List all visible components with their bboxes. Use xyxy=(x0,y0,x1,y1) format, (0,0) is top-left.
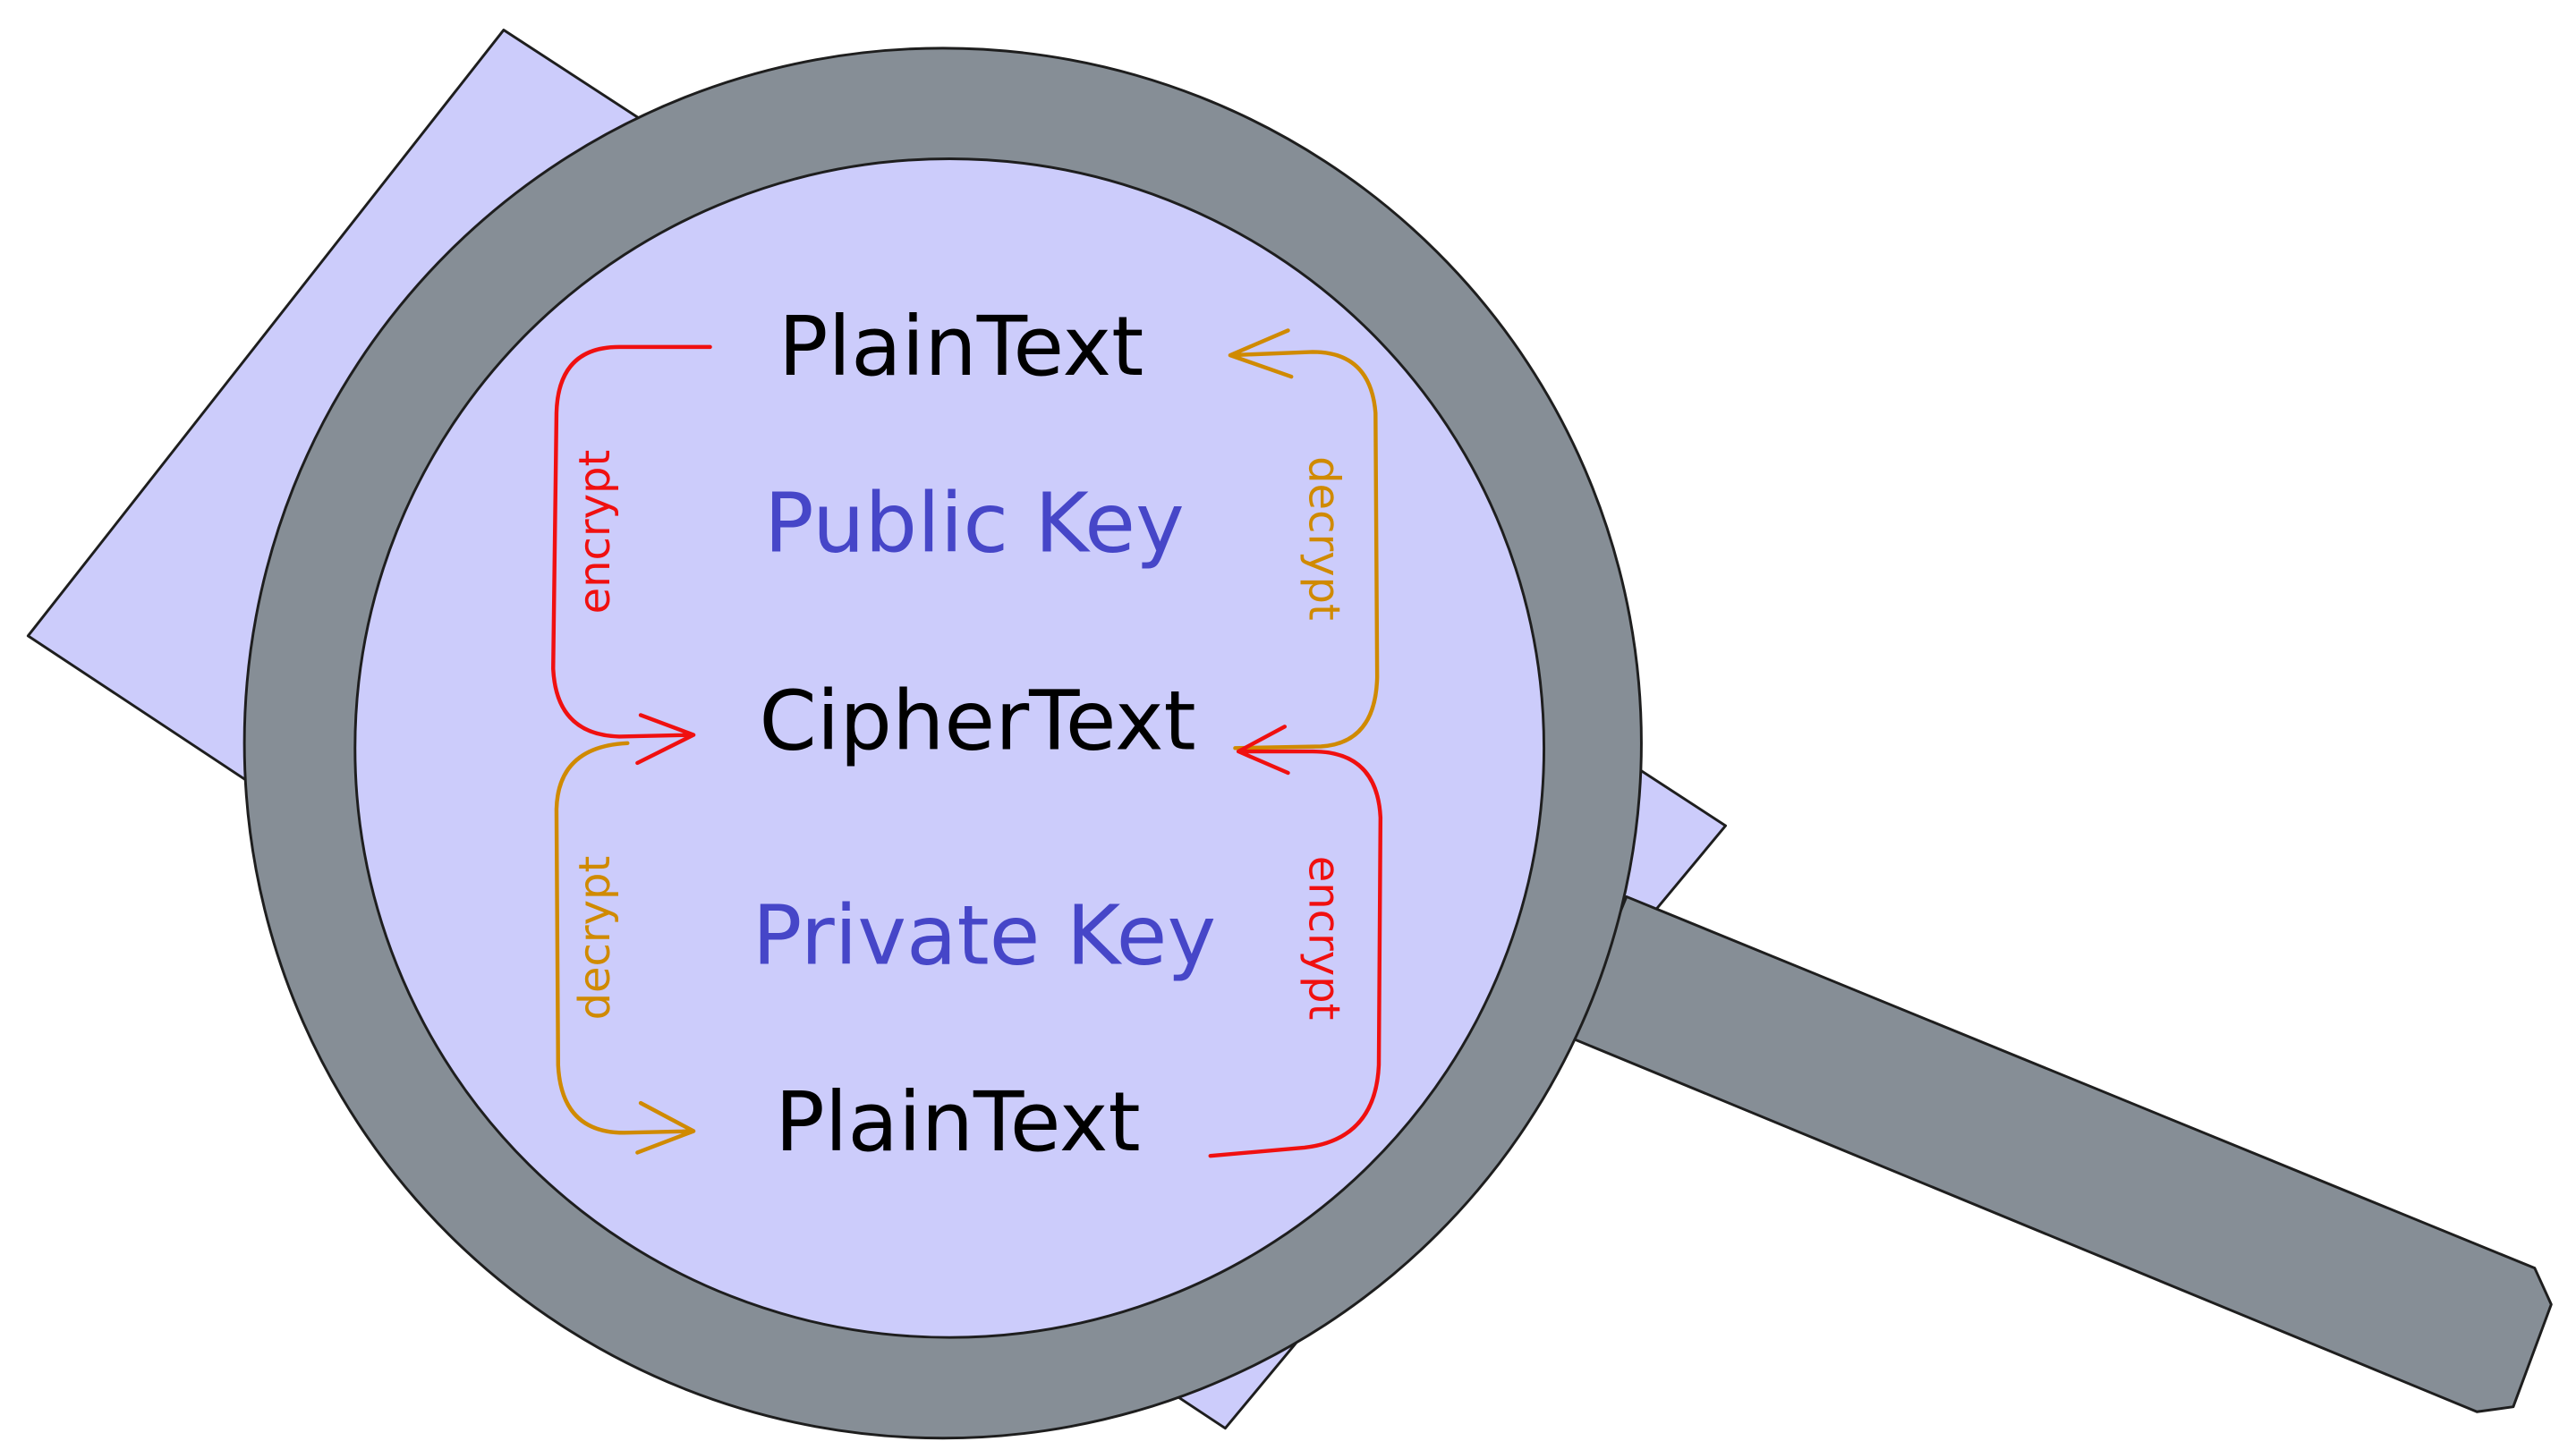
encrypt-arrow-left xyxy=(551,344,712,766)
decrypt-right-label: decrypt xyxy=(1298,456,1348,621)
ciphertext-label: CipherText xyxy=(759,673,1195,769)
encrypt-left-label: encrypt xyxy=(570,450,620,615)
magnifier-lens xyxy=(353,157,1546,1339)
private-key-label: Private Key xyxy=(752,887,1216,984)
encrypt-right-label: encrypt xyxy=(1298,856,1348,1021)
decrypt-arrow-left xyxy=(554,741,696,1155)
public-key-label: Public Key xyxy=(764,474,1185,571)
magnifier-handle xyxy=(1567,895,2553,1413)
plaintext-bottom-label: PlainText xyxy=(775,1073,1141,1170)
encrypt-arrow-right xyxy=(1208,725,1383,1158)
decrypt-arrow-right xyxy=(1228,328,1380,750)
decrypt-left-label: decrypt xyxy=(570,856,620,1021)
plaintext-top-label: PlainText xyxy=(778,298,1144,394)
